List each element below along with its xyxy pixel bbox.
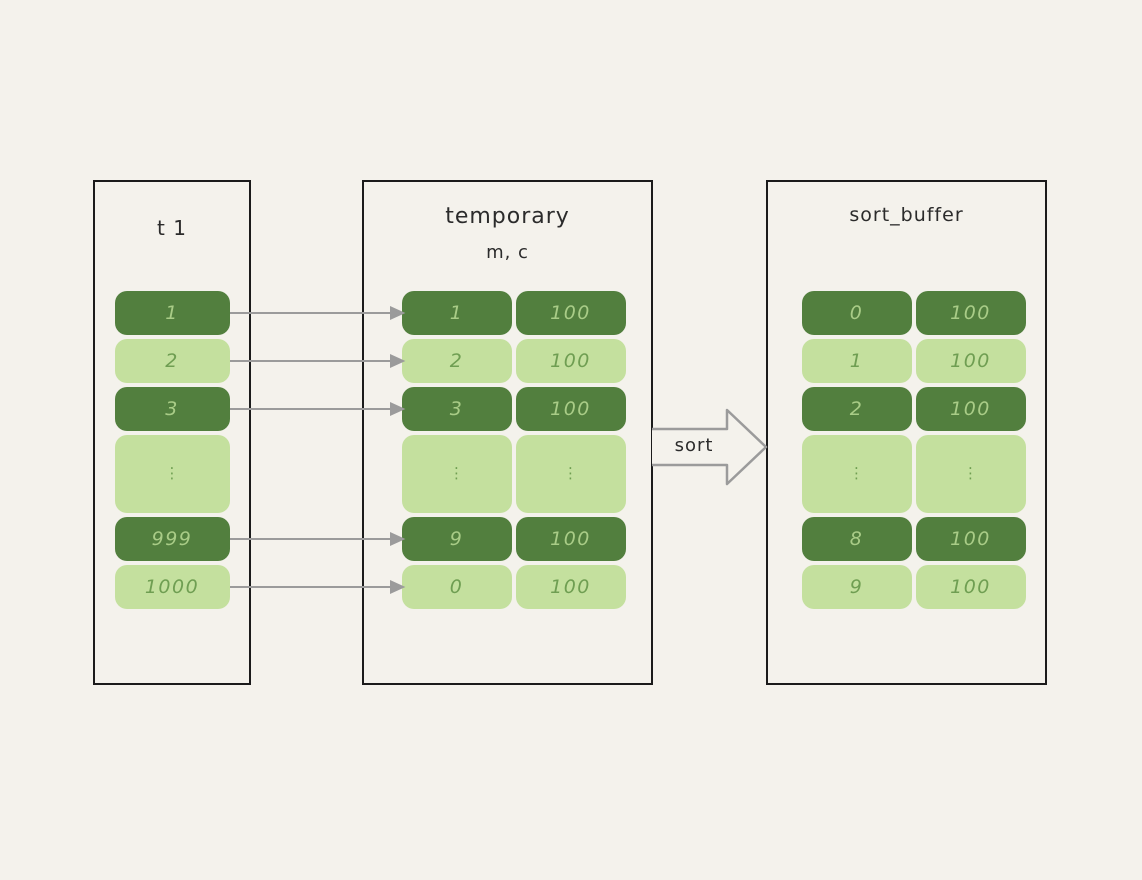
record-cell: 100 [515, 516, 626, 561]
record-cell: 1 [114, 290, 230, 335]
panel-temporary-subtitle: m, c [486, 242, 529, 263]
record-cell: 100 [915, 564, 1026, 609]
ellipsis-cell: ⋮ [915, 434, 1026, 513]
record-cell: 100 [915, 290, 1026, 335]
table-row: 3 [114, 386, 230, 431]
ellipsis-row: ⋮ [114, 434, 230, 513]
record-cell: 100 [515, 338, 626, 383]
ellipsis-cell: ⋮ [401, 434, 512, 513]
table-row: 1 [114, 290, 230, 335]
panel-temporary-title: temporary [445, 204, 570, 229]
ellipsis-cell: ⋮ [515, 434, 626, 513]
ellipsis-cell: ⋮ [801, 434, 912, 513]
record-cell: 100 [515, 290, 626, 335]
ellipsis-row: ⋮⋮ [801, 434, 1026, 513]
record-cell: 1000 [114, 564, 230, 609]
record-cell: 3 [401, 386, 512, 431]
table-row: 999 [114, 516, 230, 561]
table-row: 2 [114, 338, 230, 383]
record-cell: 1 [801, 338, 912, 383]
table-row: 1000 [114, 564, 230, 609]
record-cell: 100 [515, 564, 626, 609]
record-cell: 100 [915, 338, 1026, 383]
record-cell: 3 [114, 386, 230, 431]
record-cell: 0 [401, 564, 512, 609]
record-cell: 1 [401, 290, 512, 335]
record-cell: 0 [801, 290, 912, 335]
record-cell: 2 [801, 386, 912, 431]
panel-sort-buffer-title: sort_buffer [849, 204, 964, 226]
ellipsis-row: ⋮⋮ [401, 434, 626, 513]
record-cell: 100 [515, 386, 626, 431]
record-cell: 2 [401, 338, 512, 383]
record-cell: 2 [114, 338, 230, 383]
record-cell: 999 [114, 516, 230, 561]
ellipsis-cell: ⋮ [114, 434, 230, 513]
record-cell: 9 [401, 516, 512, 561]
record-cell: 100 [915, 386, 1026, 431]
panel-t1-title: t 1 [157, 216, 187, 240]
record-cell: 8 [801, 516, 912, 561]
record-cell: 9 [801, 564, 912, 609]
record-cell: 100 [915, 516, 1026, 561]
sort-arrow-label: sort [674, 435, 714, 456]
